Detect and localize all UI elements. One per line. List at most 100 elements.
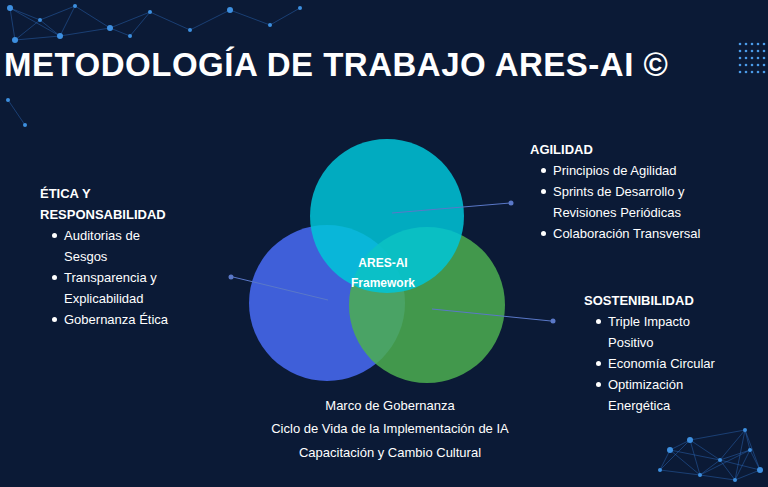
network-line bbox=[700, 450, 750, 475]
network-line bbox=[150, 12, 190, 30]
bullet-item: Economía Circular bbox=[608, 353, 748, 374]
network-dot bbox=[23, 123, 27, 127]
network-line bbox=[10, 8, 15, 40]
network-dot bbox=[733, 478, 737, 482]
network-line bbox=[735, 450, 750, 480]
network-dot bbox=[757, 467, 763, 473]
section-heading: SOSTENIBILIDAD bbox=[584, 290, 744, 311]
leader-line bbox=[233, 277, 328, 300]
network-line bbox=[40, 20, 60, 36]
grid-dot bbox=[763, 64, 766, 67]
network-line bbox=[670, 440, 690, 450]
grid-dot bbox=[763, 71, 766, 74]
bullet-item: Transparencia y Explicabilidad bbox=[64, 267, 184, 309]
grid-dot bbox=[751, 57, 754, 60]
bullet-item: Principios de Agilidad bbox=[553, 160, 723, 181]
grid-dot bbox=[745, 57, 748, 60]
network-line bbox=[60, 6, 75, 36]
network-line bbox=[130, 12, 150, 36]
bullet-item: Gobernanza Ética bbox=[64, 309, 194, 330]
network-dot bbox=[73, 4, 77, 8]
network-line bbox=[660, 440, 690, 470]
network-dot bbox=[38, 18, 42, 22]
footer-item: Ciclo de Vida de la Implementación de IA bbox=[240, 418, 540, 439]
framework-label: ARES-AI Framework bbox=[338, 253, 428, 293]
grid-dot bbox=[751, 43, 754, 46]
network-dot bbox=[667, 447, 673, 453]
network-dot bbox=[148, 10, 152, 14]
network-line bbox=[10, 8, 60, 36]
network-dot bbox=[743, 428, 747, 432]
leader-dots bbox=[229, 201, 556, 324]
network-dot bbox=[687, 437, 693, 443]
network-line bbox=[700, 460, 720, 475]
network-dot bbox=[227, 7, 233, 13]
grid-dot bbox=[763, 57, 766, 60]
grid-dot bbox=[745, 71, 748, 74]
grid-dot bbox=[757, 57, 760, 60]
network-dot bbox=[188, 28, 192, 32]
bullet-item: Auditorias de Sesgos bbox=[64, 225, 179, 267]
grid-dot bbox=[745, 43, 748, 46]
network-line bbox=[190, 10, 230, 30]
grid-dot bbox=[739, 64, 742, 67]
network-line bbox=[8, 100, 25, 125]
venn-circle bbox=[310, 139, 464, 293]
network-line bbox=[75, 6, 110, 28]
network-dot bbox=[658, 468, 662, 472]
footer-item: Marco de Gobernanza bbox=[240, 395, 540, 416]
network-line bbox=[720, 460, 735, 480]
grid-dot bbox=[739, 57, 742, 60]
leader-dot bbox=[551, 319, 556, 324]
grid-dot bbox=[757, 43, 760, 46]
title: METODOLOGÍA DE TRABAJO ARES-AI © bbox=[4, 46, 668, 84]
grid-dot bbox=[751, 71, 754, 74]
grid-dot bbox=[745, 64, 748, 67]
leader-dot bbox=[229, 275, 234, 280]
network-line bbox=[110, 28, 130, 36]
network-line bbox=[230, 10, 270, 25]
grid-dot bbox=[739, 50, 742, 53]
network-line bbox=[690, 440, 700, 475]
network-line bbox=[745, 430, 750, 450]
venn-diagram bbox=[249, 139, 505, 383]
section-heading: AGILIDAD bbox=[530, 139, 680, 160]
network-line bbox=[110, 12, 150, 28]
network-dot bbox=[57, 33, 63, 39]
network-line bbox=[735, 470, 760, 480]
network-line bbox=[60, 28, 110, 36]
network-dot bbox=[12, 37, 18, 43]
grid-dot bbox=[763, 43, 766, 46]
network-line bbox=[670, 450, 700, 475]
network-dot bbox=[128, 34, 132, 38]
network-dot bbox=[107, 25, 113, 31]
network-line bbox=[270, 8, 300, 25]
bullet-item: Triple Impacto Positivo bbox=[608, 311, 730, 353]
grid-dot bbox=[739, 43, 742, 46]
section-heading: ÉTICA Y RESPONSABILIDAD bbox=[40, 183, 190, 225]
grid-dot bbox=[739, 71, 742, 74]
network-dot bbox=[6, 98, 10, 102]
network-line bbox=[40, 6, 75, 20]
network-line bbox=[700, 475, 735, 480]
leader-dot bbox=[509, 201, 514, 206]
network-dot bbox=[718, 458, 722, 462]
grid-dot bbox=[745, 50, 748, 53]
leader-line bbox=[432, 309, 551, 321]
network-line bbox=[15, 36, 60, 40]
bullet-item: Sprints de Desarrollo y Revisiones Perió… bbox=[553, 181, 703, 223]
bullet-item: Optimización Energética bbox=[608, 374, 730, 416]
network-line bbox=[660, 450, 670, 470]
grid-dot bbox=[757, 50, 760, 53]
footer-item: Capacitación y Cambio Cultural bbox=[240, 442, 540, 463]
leader-lines bbox=[233, 203, 551, 321]
network-line bbox=[660, 470, 700, 475]
grid-dot bbox=[763, 50, 766, 53]
grid-dot bbox=[751, 64, 754, 67]
grid-dot bbox=[757, 64, 760, 67]
network-line bbox=[670, 450, 720, 460]
network-dot bbox=[298, 6, 302, 10]
network-line bbox=[15, 20, 40, 40]
leader-line bbox=[392, 203, 510, 213]
